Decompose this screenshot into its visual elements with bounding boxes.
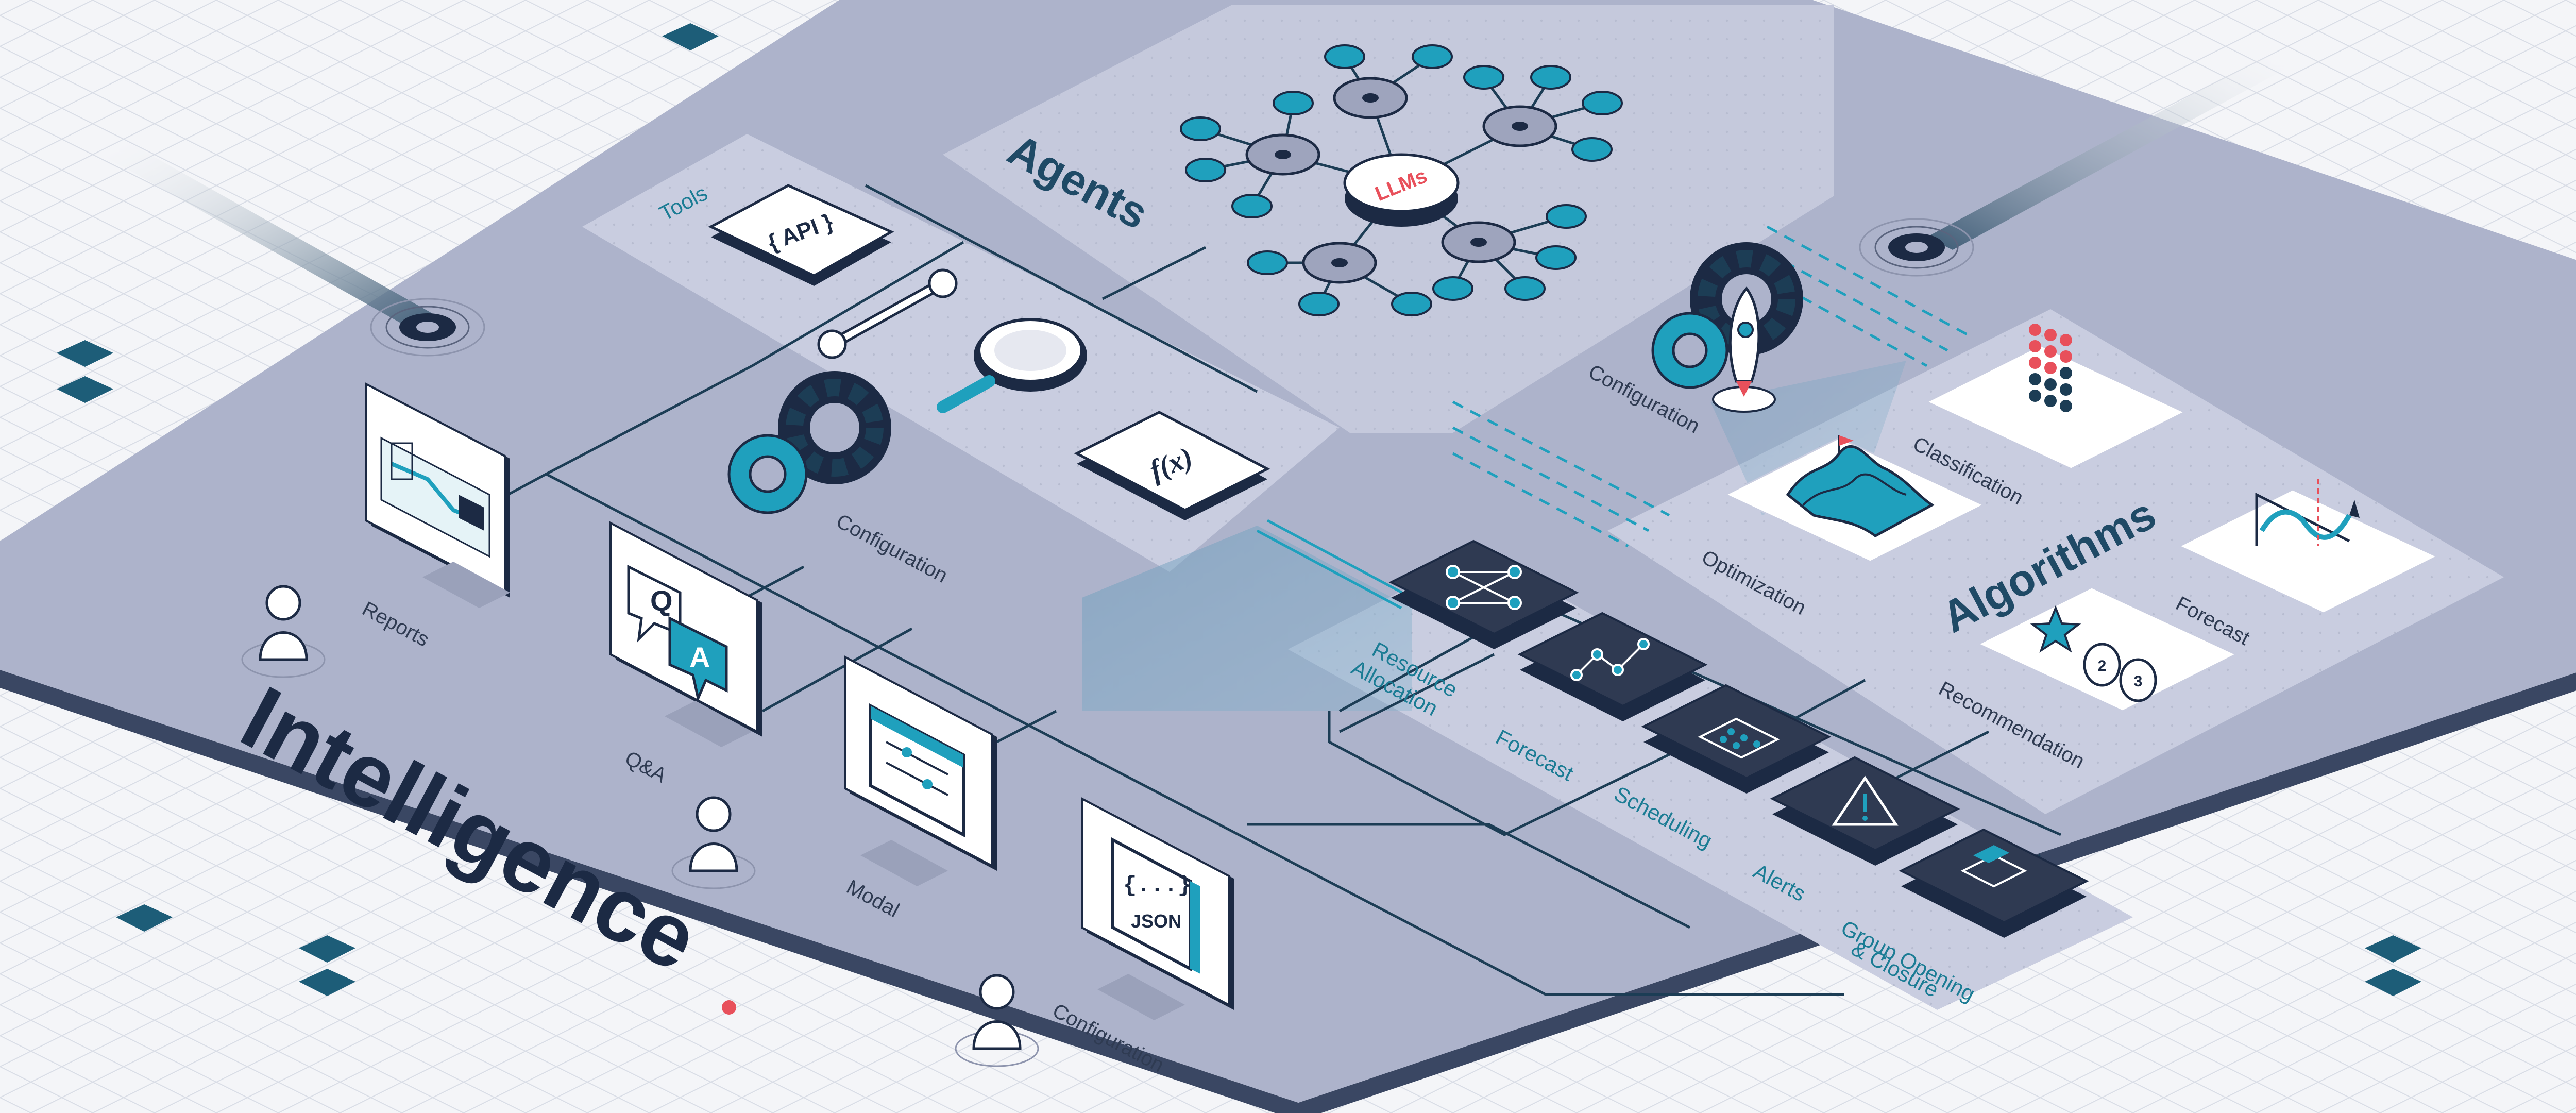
fx-tile: f(x) — [1074, 411, 1270, 520]
dashboard-icon — [380, 436, 490, 558]
qa-q-letter: Q — [650, 584, 673, 617]
optimization-tile — [1724, 435, 1986, 563]
json-braces: {...} — [1123, 873, 1191, 899]
optimization-icon — [1786, 435, 1935, 537]
json-card: {...} JSON — [1081, 797, 1234, 1010]
qa-card: Q A — [609, 521, 762, 737]
forecast-chart-icon — [2255, 479, 2360, 546]
json-text: JSON — [1131, 910, 1181, 932]
llm-hub: LLMs — [1343, 153, 1460, 227]
rocket-icon — [1712, 286, 1776, 413]
magnifier-icon — [937, 318, 1087, 413]
recommendation-tile: 2 3 — [1976, 586, 2238, 712]
svg-text:2: 2 — [2098, 657, 2107, 674]
link-plane — [1082, 526, 1412, 711]
json-file-icon: {...} JSON — [1111, 837, 1200, 974]
gear-icon — [727, 371, 891, 514]
user-icon — [955, 974, 1039, 1067]
bridge-lines — [1256, 519, 1413, 610]
trend-icon — [1570, 638, 1650, 681]
wrench-icon — [817, 268, 958, 359]
chat-bubbles-icon: Q A — [627, 564, 728, 703]
forecast-algo-tile — [2177, 479, 2439, 614]
beam-port-right — [1859, 218, 1974, 277]
api-tile: { API } — [708, 184, 894, 286]
svg-text:3: 3 — [2134, 673, 2143, 690]
user-icon — [241, 585, 326, 678]
network-icon — [1446, 565, 1522, 610]
title-accent-dot — [722, 1000, 736, 1015]
agents-network: LLMs — [1180, 44, 1623, 316]
classification-tile — [1925, 324, 2187, 470]
classification-icon — [2029, 324, 2072, 412]
reports-card — [365, 382, 510, 598]
group-tile — [1899, 828, 2089, 938]
modal-card — [844, 655, 997, 871]
alerts-tile — [1770, 756, 1960, 866]
beam-port-left — [370, 298, 485, 357]
resource-allocation-tile — [1388, 539, 1579, 649]
signal-beams — [88, 46, 2308, 357]
forecast-app-tile — [1517, 612, 1708, 721]
puzzle-icon — [1960, 845, 2027, 888]
qa-a-letter: A — [689, 641, 710, 673]
user-icon — [671, 796, 756, 889]
warning-icon — [1832, 775, 1899, 826]
calendar-icon — [1698, 717, 1780, 759]
recommendation-icon: 2 3 — [2030, 605, 2157, 702]
window-icon — [869, 703, 965, 837]
scheduling-tile — [1641, 684, 1832, 794]
